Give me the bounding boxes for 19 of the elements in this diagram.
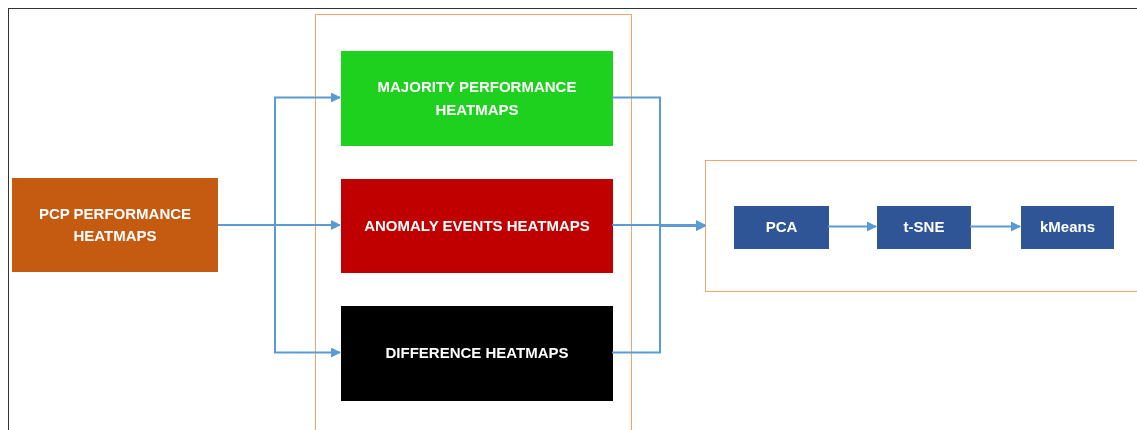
box-label: DIFFERENCE HEATMAPS — [384, 343, 570, 364]
box-label: t-SNE — [902, 217, 946, 238]
box-label: MAJORITY PERFORMANCE HEATMAPS — [376, 77, 578, 120]
process-box — [877, 206, 971, 249]
arrow — [969, 221, 1021, 232]
arrow — [827, 221, 877, 232]
box-label: PCP PERFORMANCE HEATMAPS — [37, 203, 193, 246]
process-box — [341, 51, 613, 146]
process-box — [734, 206, 829, 249]
box-label: ANOMALY EVENTS HEATMAPS — [363, 215, 591, 236]
process-box — [341, 306, 613, 401]
process-box — [1021, 206, 1114, 249]
process-box — [12, 178, 218, 272]
group-frame — [705, 160, 1137, 292]
box-label: PCA — [764, 217, 799, 238]
arrow — [217, 224, 341, 358]
process-box — [341, 179, 613, 273]
group-frame — [315, 14, 632, 430]
box-label: kMeans — [1039, 217, 1096, 238]
